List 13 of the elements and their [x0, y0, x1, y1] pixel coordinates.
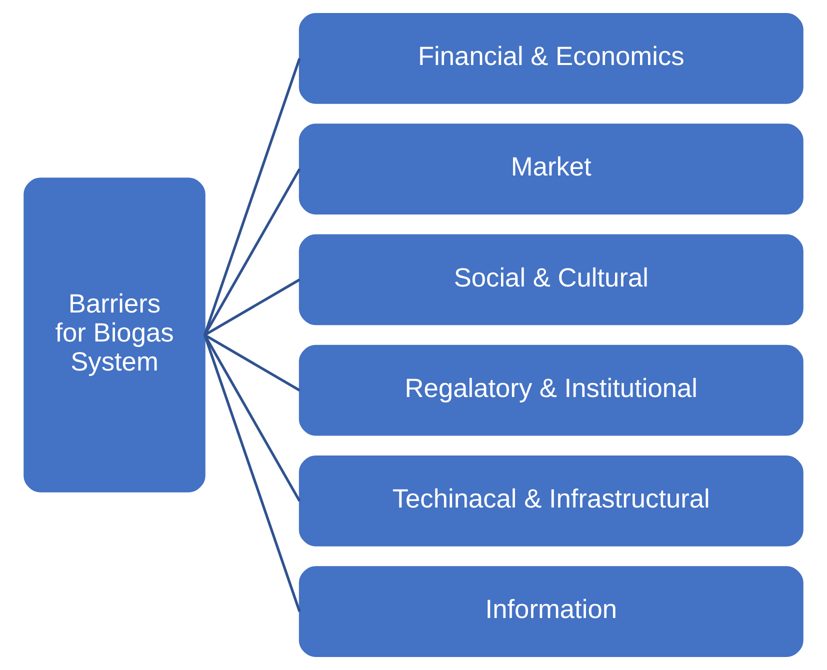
- node-box: Regalatory & Institutional: [298, 344, 804, 436]
- node-box: Information: [298, 566, 804, 658]
- connector: [204, 168, 301, 336]
- node-box: Financial & Economics: [298, 12, 804, 104]
- connector: [203, 334, 301, 612]
- connector: [203, 58, 301, 336]
- connector: [204, 334, 301, 502]
- connector: [204, 278, 300, 336]
- node-box: Barriers for Biogas System: [24, 178, 206, 492]
- node-box: Techinacal & Infrastructural: [298, 456, 804, 546]
- node-box: Market: [298, 124, 804, 214]
- connector: [204, 334, 300, 392]
- node-box: Social & Cultural: [298, 234, 804, 326]
